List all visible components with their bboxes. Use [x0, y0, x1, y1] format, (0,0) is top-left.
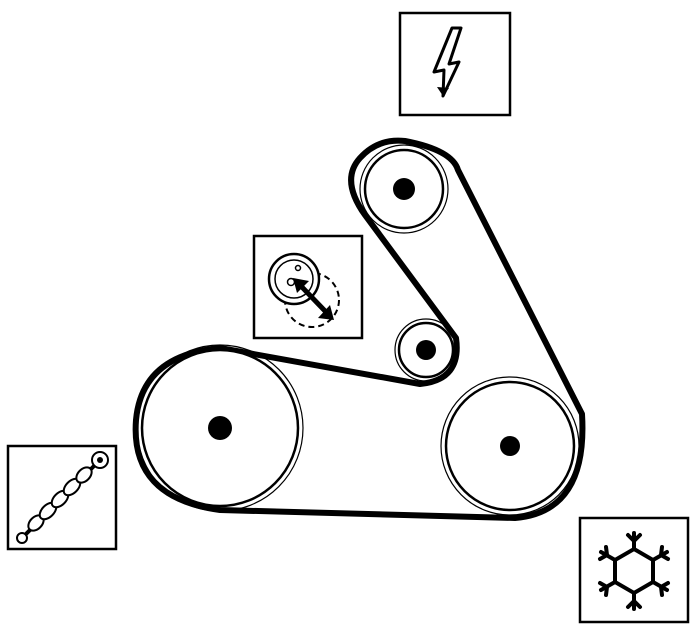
- tensioner-arrow-icon: [267, 252, 340, 328]
- alternator-icon-box: [398, 11, 512, 117]
- snowflake-icon: [598, 531, 670, 611]
- tensioner-icon-box: [252, 234, 364, 340]
- ac-compressor-icon-box: [578, 516, 690, 624]
- ac-compressor-pulley-hub: [500, 436, 520, 456]
- alternator-pulley: [359, 144, 449, 234]
- crankshaft-icon-box: [6, 444, 118, 551]
- idler-pulley-hub: [416, 340, 436, 360]
- drive-belt: [132, 137, 586, 521]
- crankshaft-icon: [16, 451, 109, 544]
- lightning-bolt-icon: [432, 26, 463, 98]
- crankshaft-pulley: [136, 344, 304, 512]
- ac-compressor-pulley: [440, 376, 580, 516]
- alternator-pulley-hub: [393, 178, 415, 200]
- idler-pulley: [394, 318, 458, 382]
- crankshaft-pulley-hub: [208, 416, 232, 440]
